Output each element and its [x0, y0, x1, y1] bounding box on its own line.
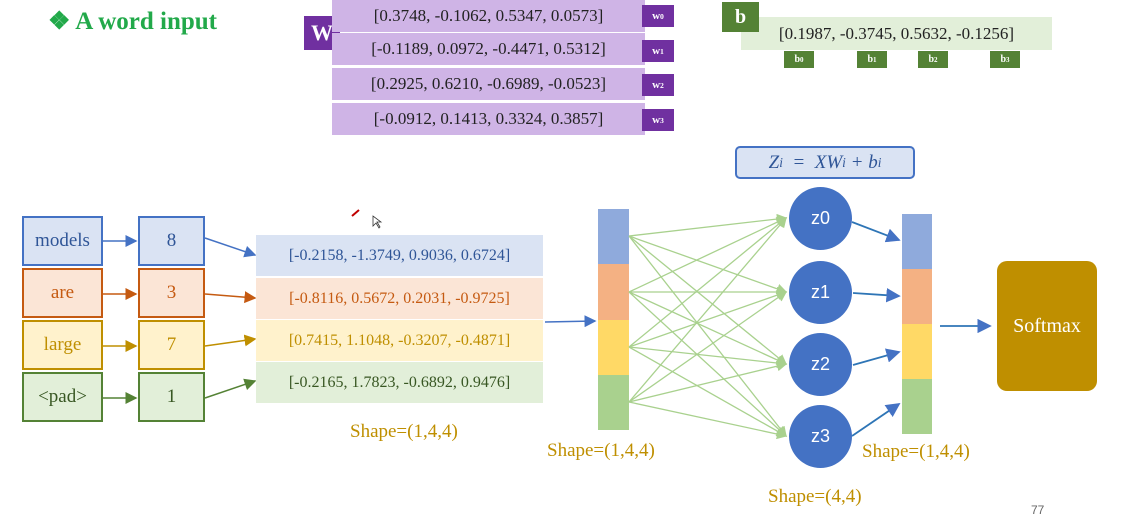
shape-label-output: Shape=(1,4,4) [862, 441, 970, 462]
node-z0: z0 [789, 187, 852, 250]
pointer-icon [372, 215, 383, 229]
output-cell-2 [902, 324, 932, 379]
word-box-0: models [22, 216, 103, 266]
output-cell-0 [902, 214, 932, 269]
page-title: ❖ A word input [48, 6, 217, 36]
input-cell-1 [598, 264, 629, 320]
softmax-box: Softmax [997, 261, 1097, 391]
output-cell-3 [902, 379, 932, 434]
arrow-node-out-0 [851, 221, 901, 243]
bias-label: b [722, 2, 759, 32]
weight-row-2: [0.2925, 0.6210, -0.6989, -0.0523] [332, 68, 645, 100]
weight-row-0: [0.3748, -0.1062, 0.5347, 0.0573] [332, 0, 645, 32]
shape-label-embedding: Shape=(1,4,4) [350, 421, 458, 442]
arrow-node-out-3 [851, 402, 901, 437]
arrow-node-out-1 [852, 287, 901, 303]
output-cell-1 [902, 269, 932, 324]
arrow-emb-column [544, 315, 597, 328]
index-box-3: 1 [138, 372, 205, 422]
word-box-1: are [22, 268, 103, 318]
arrow-node-out-2 [852, 348, 901, 366]
arrow-index-emb-1 [204, 291, 257, 304]
weight-row-1: [-0.1189, 0.0972, -0.4471, 0.5312] [332, 33, 645, 65]
weight-row-3: [-0.0912, 0.1413, 0.3324, 0.3857] [332, 103, 645, 135]
node-z3: z3 [789, 405, 852, 468]
node-z1: z1 [789, 261, 852, 324]
bullet-icon: ❖ [48, 8, 71, 35]
embedding-row-2: [0.7415, 1.1048, -0.3207, -0.4871] [256, 320, 543, 361]
page-number: 77 [1031, 503, 1045, 517]
index-box-0: 8 [138, 216, 205, 266]
embedding-row-1: [-0.8116, 0.5672, 0.2031, -0.9725] [256, 278, 543, 319]
arrow-index-emb-3 [204, 378, 257, 399]
arrow-index-emb-0 [204, 237, 257, 258]
input-cell-3 [598, 375, 629, 430]
embedding-row-0: [-0.2158, -1.3749, 0.9036, 0.6724] [256, 235, 543, 276]
shape-label-weights: Shape=(4,4) [768, 486, 862, 507]
index-box-1: 3 [138, 268, 205, 318]
word-box-2: large [22, 320, 103, 370]
arrow-index-emb-2 [204, 334, 257, 347]
input-cell-0 [598, 209, 629, 264]
input-cell-2 [598, 320, 629, 375]
pen-icon [351, 209, 360, 217]
page-title-text: A word input [75, 8, 218, 35]
dense-connections [628, 213, 788, 440]
embedding-row-3: [-0.2165, 1.7823, -0.6892, 0.9476] [256, 362, 543, 403]
index-box-2: 7 [138, 320, 205, 370]
shape-label-input: Shape=(1,4,4) [547, 440, 655, 461]
bias-values: [0.1987, -0.3745, 0.5632, -0.1256] [741, 17, 1052, 50]
word-box-3: <pad> [22, 372, 103, 422]
node-z2: z2 [789, 333, 852, 396]
